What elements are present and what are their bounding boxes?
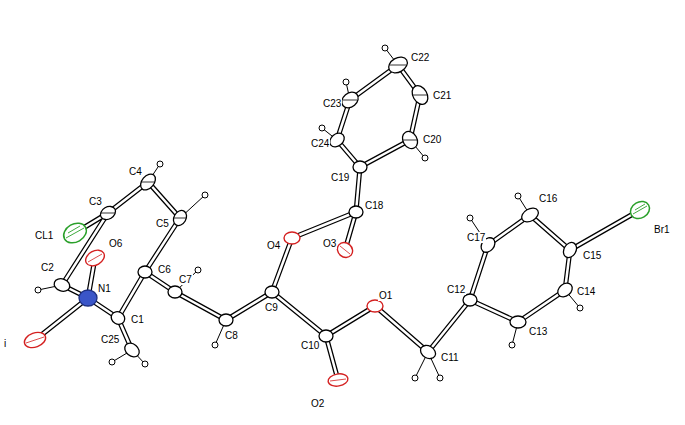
atom-part (463, 294, 477, 306)
atom-part (101, 65, 428, 218)
atom-part (202, 192, 208, 198)
oxygen-ellipsoids (22, 232, 383, 388)
halogen-ellipsoids (60, 198, 653, 247)
atom-label: C4 (128, 166, 143, 177)
atom-label: C24 (310, 138, 330, 149)
atom-part (168, 286, 182, 298)
atom-label: C6 (157, 264, 172, 275)
atom-part (122, 340, 142, 359)
atom-part (109, 309, 127, 326)
atom-label: O6 (108, 238, 123, 249)
atom-part (561, 240, 579, 260)
atom-label: C10 (300, 340, 320, 351)
atom-part (284, 232, 300, 244)
atom-part (467, 215, 473, 221)
atom-part (109, 359, 115, 365)
atom-part (349, 206, 363, 218)
atom-part (319, 125, 325, 131)
atom-part (38, 48, 580, 378)
hydrogen-bonds (38, 48, 580, 378)
atom-part (66, 204, 647, 238)
atom-part (367, 300, 383, 312)
atom-part (35, 65, 640, 380)
atom-label: C8 (224, 330, 239, 341)
atom-part (510, 316, 526, 328)
atom-part (418, 343, 438, 361)
atom-part (35, 287, 41, 293)
atom-part (509, 342, 515, 348)
atom-part (52, 277, 71, 294)
atom-part (382, 45, 388, 51)
atom-label: C13 (528, 326, 548, 337)
atom-part (577, 305, 583, 311)
atom-label: O2 (310, 398, 325, 409)
atom-label: C20 (422, 134, 442, 145)
atom-label: C17 (466, 232, 486, 243)
atom-label: C12 (446, 284, 466, 295)
atom-part (79, 290, 97, 306)
atom-part (195, 267, 201, 273)
atom-part (515, 193, 521, 199)
atom-part (157, 161, 163, 167)
atom-label: C21 (432, 90, 452, 101)
atom-label: CL1 (34, 230, 54, 241)
atom-label: O3 (322, 238, 337, 249)
atom-label: i (3, 338, 7, 349)
atom-label: C15 (582, 250, 602, 261)
atom-part (519, 205, 541, 224)
atom-label: O1 (378, 290, 393, 301)
atom-label: C5 (155, 218, 170, 229)
atom-part (319, 330, 333, 342)
atom-label: C2 (40, 262, 55, 273)
atom-label: C3 (88, 196, 103, 207)
atom-label: N1 (97, 283, 112, 294)
atom-part (353, 161, 367, 173)
atom-part (412, 375, 418, 381)
atom-label: C1 (130, 314, 145, 325)
atom-part (26, 246, 350, 381)
atom-label: C7 (178, 274, 193, 285)
atom-label: C9 (264, 302, 279, 313)
atom-part (265, 286, 279, 298)
atom-label: C16 (538, 193, 558, 204)
atom-part (212, 342, 218, 348)
atom-label: C19 (330, 172, 350, 183)
atom-part (142, 361, 148, 367)
atom-part (437, 375, 443, 381)
atom-label: Br1 (653, 224, 671, 235)
hydrogen-atoms (35, 45, 583, 381)
atom-label: C25 (100, 334, 120, 345)
nitrogen-ellipsoid (79, 290, 97, 306)
atom-part (35, 65, 640, 380)
atom-part (343, 79, 349, 85)
atom-part (219, 314, 233, 326)
atom-part (138, 266, 152, 278)
atom-label: C23 (322, 98, 342, 109)
carbon-ellipsoids (52, 54, 579, 361)
atom-label: O4 (266, 240, 281, 251)
atom-label: C18 (364, 200, 384, 211)
atom-part (422, 155, 428, 161)
atom-label: C11 (440, 352, 460, 363)
bond-sticks (35, 65, 640, 380)
atom-label: C22 (410, 52, 430, 63)
atom-label: C14 (576, 286, 596, 297)
atom-part (555, 280, 575, 299)
